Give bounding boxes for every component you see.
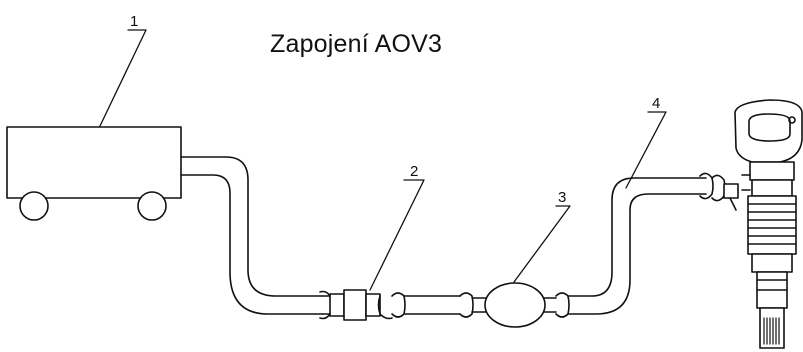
diagram-title: Zapojení AOV3 — [270, 30, 443, 58]
callout-1: 1 — [130, 13, 138, 30]
leader-2 — [369, 179, 425, 291]
filter — [319, 289, 393, 321]
hose-segment-1 — [180, 156, 323, 315]
coupling — [377, 295, 393, 320]
leader-4 — [625, 111, 667, 189]
callout-3: 3 — [558, 189, 566, 206]
callout-2: 2 — [410, 163, 418, 180]
coupling — [459, 292, 474, 318]
callout-4: 4 — [652, 95, 660, 112]
wheel-right — [137, 191, 167, 221]
leader-1 — [99, 29, 147, 127]
coupling — [391, 292, 406, 318]
hose-segment-2 — [391, 292, 474, 318]
compressor-trolley — [6, 126, 182, 221]
coupling — [555, 292, 570, 318]
pneumatic-tool — [734, 99, 803, 349]
leader-3 — [513, 205, 571, 283]
tool-coupling — [699, 172, 739, 211]
callout-leaders — [99, 29, 667, 291]
lubricator — [471, 282, 570, 328]
wheel-left — [19, 191, 49, 221]
air-hose — [567, 177, 707, 315]
